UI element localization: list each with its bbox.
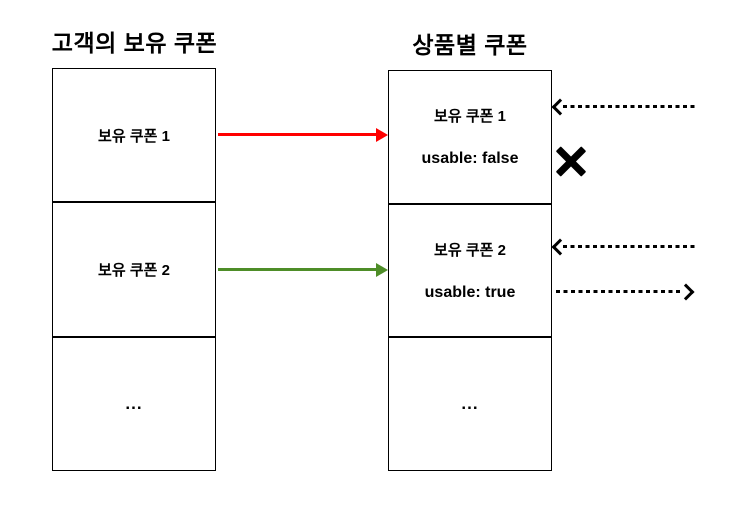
product-coupon-cell-1: 보유 쿠폰 1 usable: false [389,71,551,203]
dotted-arrow-in-coupon2-head-icon [551,238,569,256]
dotted-arrow-in-coupon1-line [563,105,695,108]
dotted-arrow-in-coupon1-head-icon [551,98,569,116]
left-column-title: 고객의 보유 쿠폰 [51,30,218,56]
match-arrow-invalid-head-icon [376,128,388,142]
right-column-title: 상품별 쿠폰 [412,32,528,58]
dotted-arrow-in-coupon2-line [563,245,695,248]
product-coupon-2-status: usable: true [424,284,516,301]
product-coupon-1-label: 보유 쿠폰 1 [434,108,506,126]
match-arrow-valid-head-icon [376,263,388,277]
customer-coupon-cell-1: 보유 쿠폰 1 [53,69,215,201]
product-coupon-cell-more: ... [389,336,551,470]
customer-coupon-cell-2: 보유 쿠폰 2 [53,201,215,335]
customer-coupon-table: 보유 쿠폰 1 보유 쿠폰 2 ... [52,68,216,471]
match-arrow-invalid-line [218,133,376,136]
x-mark-icon [555,145,587,177]
match-arrow-valid-line [218,268,376,271]
customer-coupon-2-label: 보유 쿠폰 2 [98,261,170,279]
product-coupon-2-label: 보유 쿠폰 2 [434,242,506,259]
product-coupon-1-status: usable: false [421,150,519,168]
customer-coupon-ellipsis: ... [125,393,143,413]
product-coupon-cell-2: 보유 쿠폰 2 usable: true [389,202,551,337]
product-coupon-ellipsis: ... [461,394,479,414]
dotted-arrow-out-coupon2-head-icon [677,283,695,301]
product-coupon-table: 보유 쿠폰 1 usable: false 보유 쿠폰 2 usable: tr… [388,70,552,471]
customer-coupon-1-label: 보유 쿠폰 1 [98,127,170,145]
customer-coupon-cell-more: ... [53,335,215,470]
dotted-arrow-out-coupon2-line [556,290,680,293]
